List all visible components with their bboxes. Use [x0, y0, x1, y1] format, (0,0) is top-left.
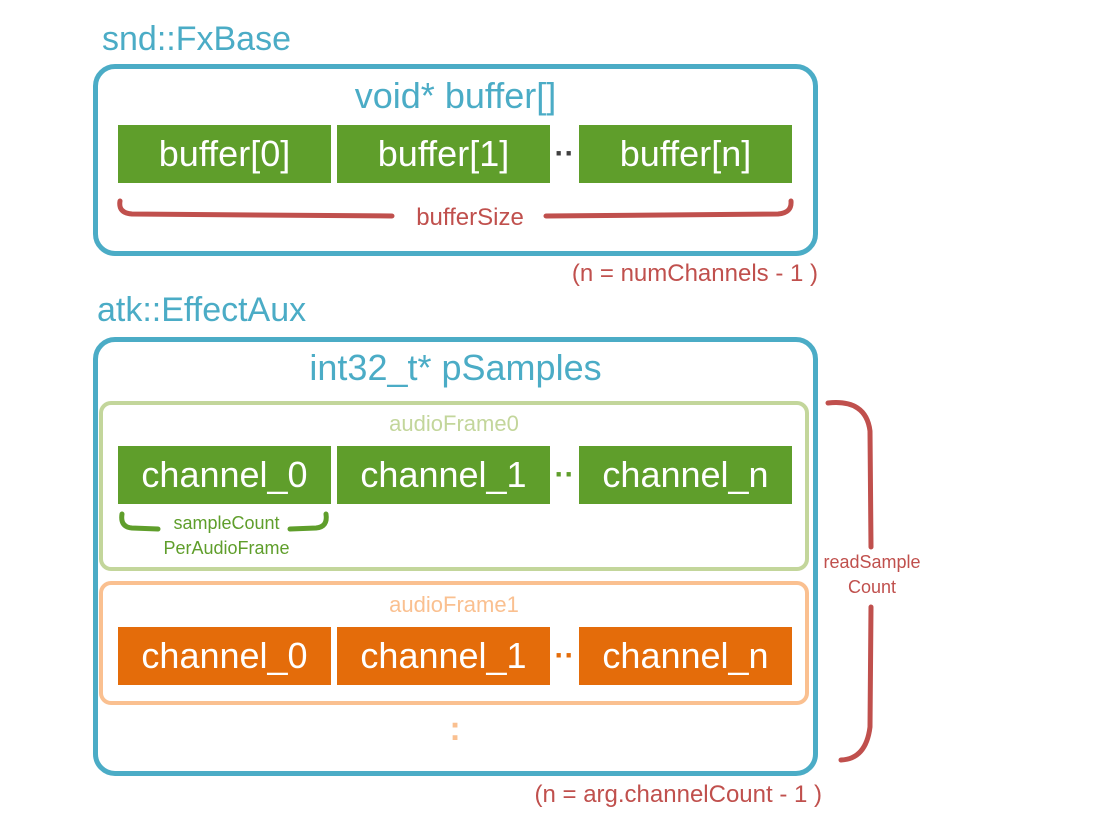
frame0-channel-1: channel_1 [337, 446, 550, 504]
buffer-cell-n: buffer[n] [579, 125, 792, 183]
effectaux-panel [93, 337, 818, 776]
fxbase-title: snd::FxBase [102, 20, 291, 58]
frame0-separator: ·· [554, 458, 575, 491]
buffer-size-brace [117, 198, 794, 219]
read-sample-count-label-line2: Count [847, 577, 897, 597]
read-sample-count-label-line1: readSample [823, 552, 921, 572]
read-sample-count-brace [825, 400, 874, 763]
frame1-channel-1: channel_1 [337, 627, 550, 685]
effectaux-title: atk::EffectAux [97, 291, 307, 329]
fxbase-note: (n = numChannels - 1 ) [571, 260, 818, 287]
buffer-cell-0: buffer[0] [118, 125, 331, 183]
buffer-cell-1: buffer[1] [337, 125, 550, 183]
buffer-separator: ·· [554, 137, 575, 170]
frame0-channel-0: channel_0 [118, 446, 331, 504]
audio-frame-1-label: audioFrame1 [389, 592, 519, 617]
frame0-channel-n: channel_n [579, 446, 792, 504]
frame-continuation: : [449, 710, 461, 748]
frame1-separator: ·· [554, 639, 575, 672]
sample-count-brace [119, 511, 329, 532]
fxbase-panel [93, 64, 818, 256]
sample-count-label-line1: sampleCount [173, 513, 280, 533]
audio-frame-0-label: audioFrame0 [389, 411, 519, 436]
effectaux-panel-title: int32_t* pSamples [309, 347, 602, 388]
frame1-channel-n: channel_n [579, 627, 792, 685]
effectaux-note: (n = arg.channelCount - 1 ) [534, 781, 823, 808]
fxbase-panel-title: void* buffer[] [354, 75, 557, 116]
frame1-channel-0: channel_0 [118, 627, 331, 685]
sample-count-label-line2: PerAudioFrame [163, 538, 290, 558]
buffer-size-label: bufferSize [416, 204, 524, 231]
